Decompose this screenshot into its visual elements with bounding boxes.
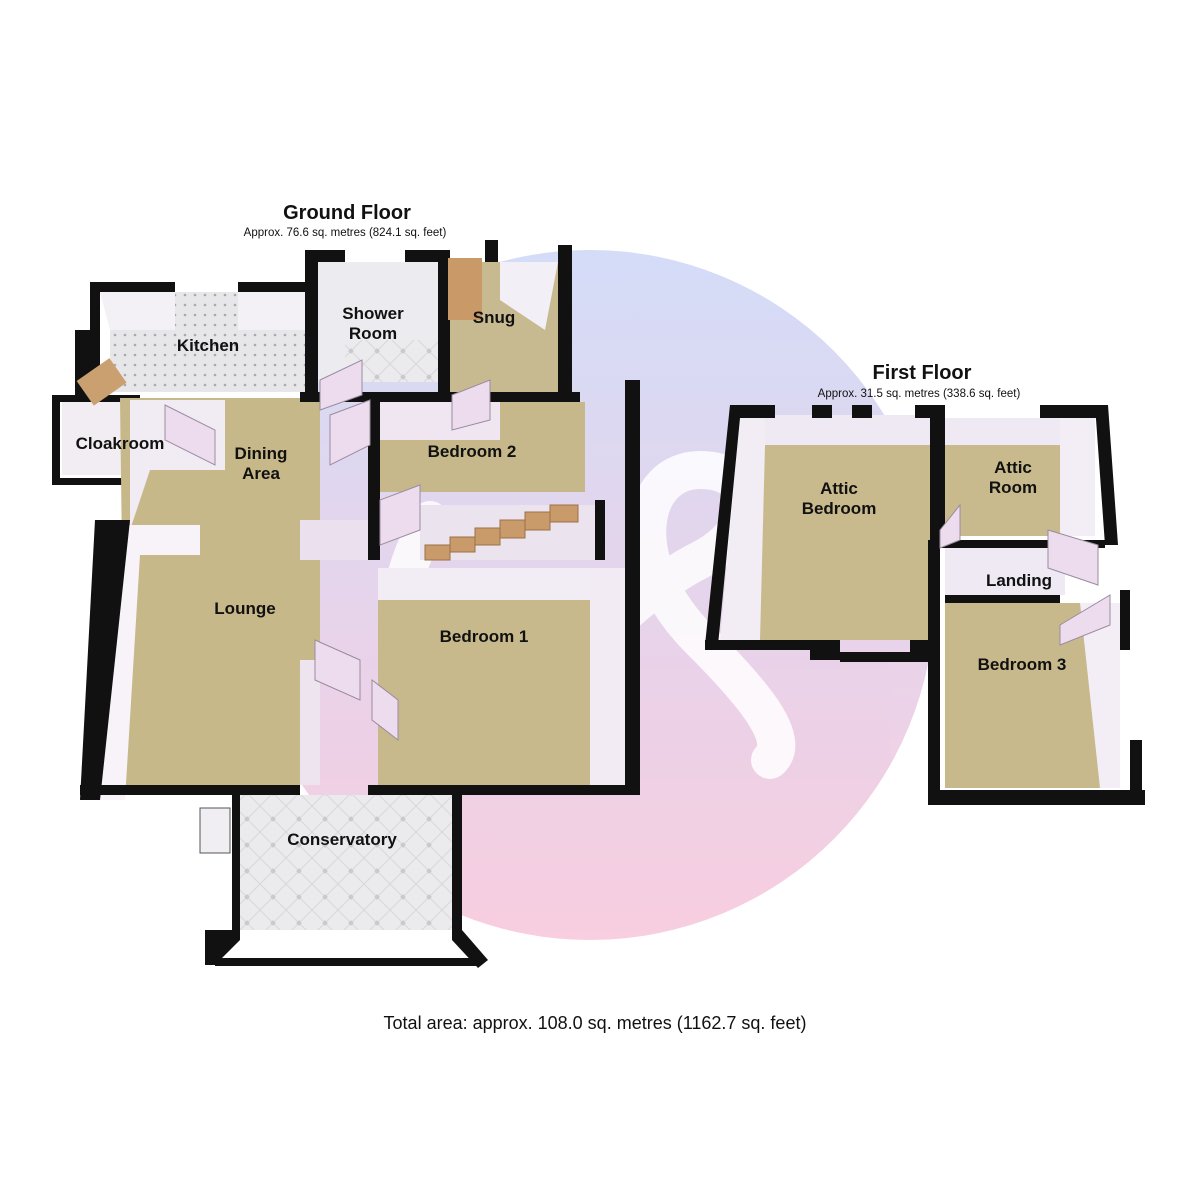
ground-floor <box>52 240 640 968</box>
bedroom-2-label: Bedroom 2 <box>428 442 517 461</box>
bedroom-1 <box>368 380 640 795</box>
snug-label: Snug <box>473 308 516 327</box>
cloakroom-label: Cloakroom <box>76 434 165 453</box>
attic-room <box>930 405 1118 545</box>
total-area: Total area: approx. 108.0 sq. metres (11… <box>384 1013 807 1033</box>
kitchen <box>90 282 318 395</box>
attic-bedroom-label-line2: Bedroom <box>802 499 877 518</box>
conservatory <box>199 795 488 968</box>
doors-first <box>939 503 1111 646</box>
stairs <box>420 500 605 561</box>
dining-area-label-line1: Dining <box>235 444 288 463</box>
lounge-label: Lounge <box>214 599 275 618</box>
attic-room-label-line2: Room <box>989 478 1037 497</box>
ground-floor-area: Approx. 76.6 sq. metres (824.1 sq. feet) <box>244 227 447 239</box>
landing-label: Landing <box>986 571 1052 590</box>
first-floor-title: First Floor <box>873 362 972 384</box>
bedroom-1-label: Bedroom 1 <box>440 627 529 646</box>
shower-room-label-line2: Room <box>349 324 397 343</box>
shower-room-label-line1: Shower <box>342 304 404 323</box>
first-floor <box>705 405 1145 805</box>
conservatory-label: Conservatory <box>287 830 397 849</box>
bedroom-3-label: Bedroom 3 <box>978 655 1067 674</box>
ground-floor-title: Ground Floor <box>283 202 411 224</box>
kitchen-label: Kitchen <box>177 336 239 355</box>
attic-bedroom-label-line1: Attic <box>820 479 858 498</box>
attic-bedroom <box>705 405 940 662</box>
first-floor-area: Approx. 31.5 sq. metres (338.6 sq. feet) <box>818 388 1021 400</box>
dining-area-label-line2: Area <box>242 464 280 483</box>
attic-room-label-line1: Attic <box>994 458 1032 477</box>
dining-and-lounge <box>80 398 370 800</box>
landing <box>940 540 1105 603</box>
doors-ground <box>164 359 491 742</box>
snug <box>448 240 572 392</box>
